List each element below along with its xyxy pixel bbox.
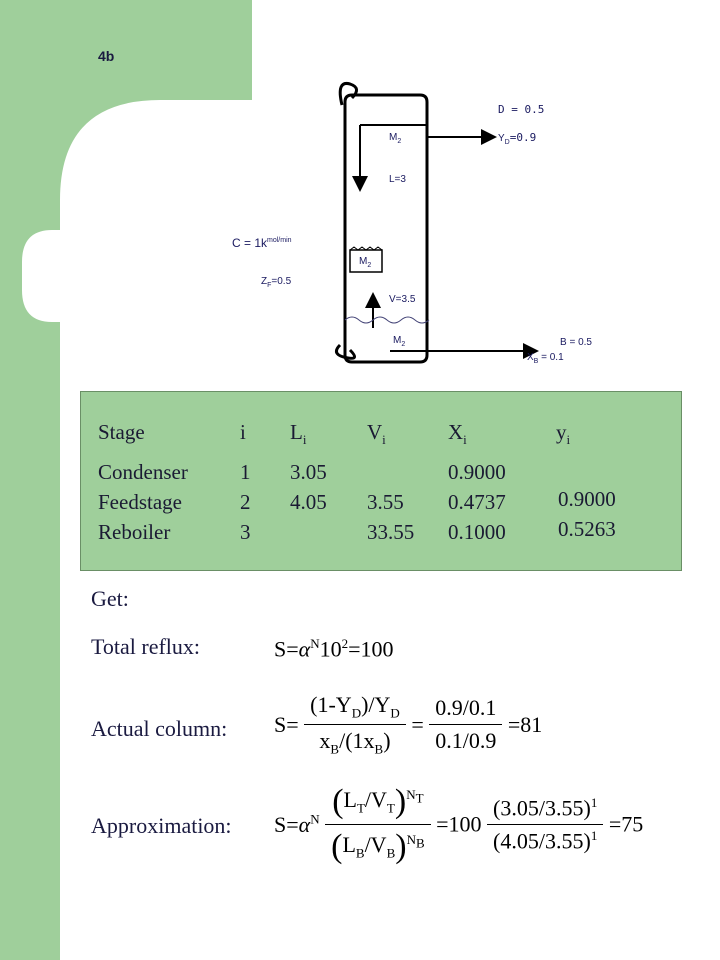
feed-composition: ZF=0.5	[261, 276, 292, 289]
approximation-label: Approximation:	[91, 813, 232, 838]
approximation-equation: S=αN (LT/VT)NT (LB/VB)NB =100 (3.05/3.55…	[274, 783, 644, 866]
stage-table: Stage i Li Vi Xi yi Condenser Feedstage …	[80, 391, 682, 571]
actual-fraction-2: 0.9/0.1 0.1/0.9	[429, 695, 503, 754]
X-value: 0.4737	[448, 490, 506, 514]
L-value: 3.05	[290, 460, 327, 484]
stage-reboiler: Reboiler	[98, 520, 171, 544]
y-value: 0.9000	[558, 487, 616, 511]
X-value: 0.9000	[448, 460, 506, 484]
feed-label: C = 1kmol/min	[232, 236, 292, 250]
reboiler-hook	[334, 343, 356, 360]
X-value: 0.1000	[448, 520, 506, 544]
bottoms-composition: XB = 0.1	[527, 352, 564, 365]
total-reflux-label: Total reflux:	[91, 634, 201, 659]
header-stage: Stage	[98, 420, 145, 444]
distillation-column-diagram	[334, 81, 539, 364]
stage-condenser: Condenser	[98, 460, 188, 484]
liquid-level	[344, 316, 430, 324]
actual-column-equation: S= (1-YD)/YD xB/(1xB) = 0.9/0.1 0.1/0.9 …	[274, 692, 543, 758]
feed-stage-label: M2	[359, 256, 372, 269]
bottom-stage-label: M2	[393, 335, 406, 348]
vapor-label: V=3.5	[389, 294, 416, 305]
stage-feedstage: Feedstage	[98, 490, 182, 514]
header-y: yi	[556, 420, 571, 448]
header-L: Li	[290, 420, 307, 448]
header-i: i	[240, 420, 246, 444]
i-value: 3	[240, 520, 251, 544]
i-value: 2	[240, 490, 251, 514]
bottoms-label: B = 0.5	[560, 337, 592, 348]
approx-fraction-2: (3.05/3.55)1 (4.05/3.55)1	[487, 795, 604, 855]
V-value: 33.55	[367, 520, 415, 544]
distillate-composition: YD=0.9	[498, 131, 537, 146]
green-band	[0, 0, 252, 960]
total-reflux-equation: S=αN102=100	[274, 636, 394, 662]
L-value: 4.05	[290, 490, 327, 514]
header-V: Vi	[367, 420, 386, 448]
distillate-label: D = 0.5	[498, 103, 545, 116]
reflux-label: L=3	[389, 174, 406, 185]
actual-column-label: Actual column:	[91, 716, 228, 741]
column-body	[343, 93, 429, 364]
header-X: Xi	[448, 420, 467, 448]
actual-fraction-1: (1-YD)/YD xB/(1xB)	[304, 692, 406, 758]
slide-number: 4b	[98, 48, 115, 64]
get-label: Get:	[91, 586, 129, 611]
green-tab	[22, 230, 60, 322]
condenser-hook	[338, 81, 358, 106]
y-value: 0.5263	[558, 517, 616, 541]
approx-fraction-1: (LT/VT)NT (LB/VB)NB	[325, 783, 431, 866]
i-value: 1	[240, 460, 251, 484]
V-value: 3.55	[367, 490, 404, 514]
top-stage-label: M2	[389, 132, 402, 145]
